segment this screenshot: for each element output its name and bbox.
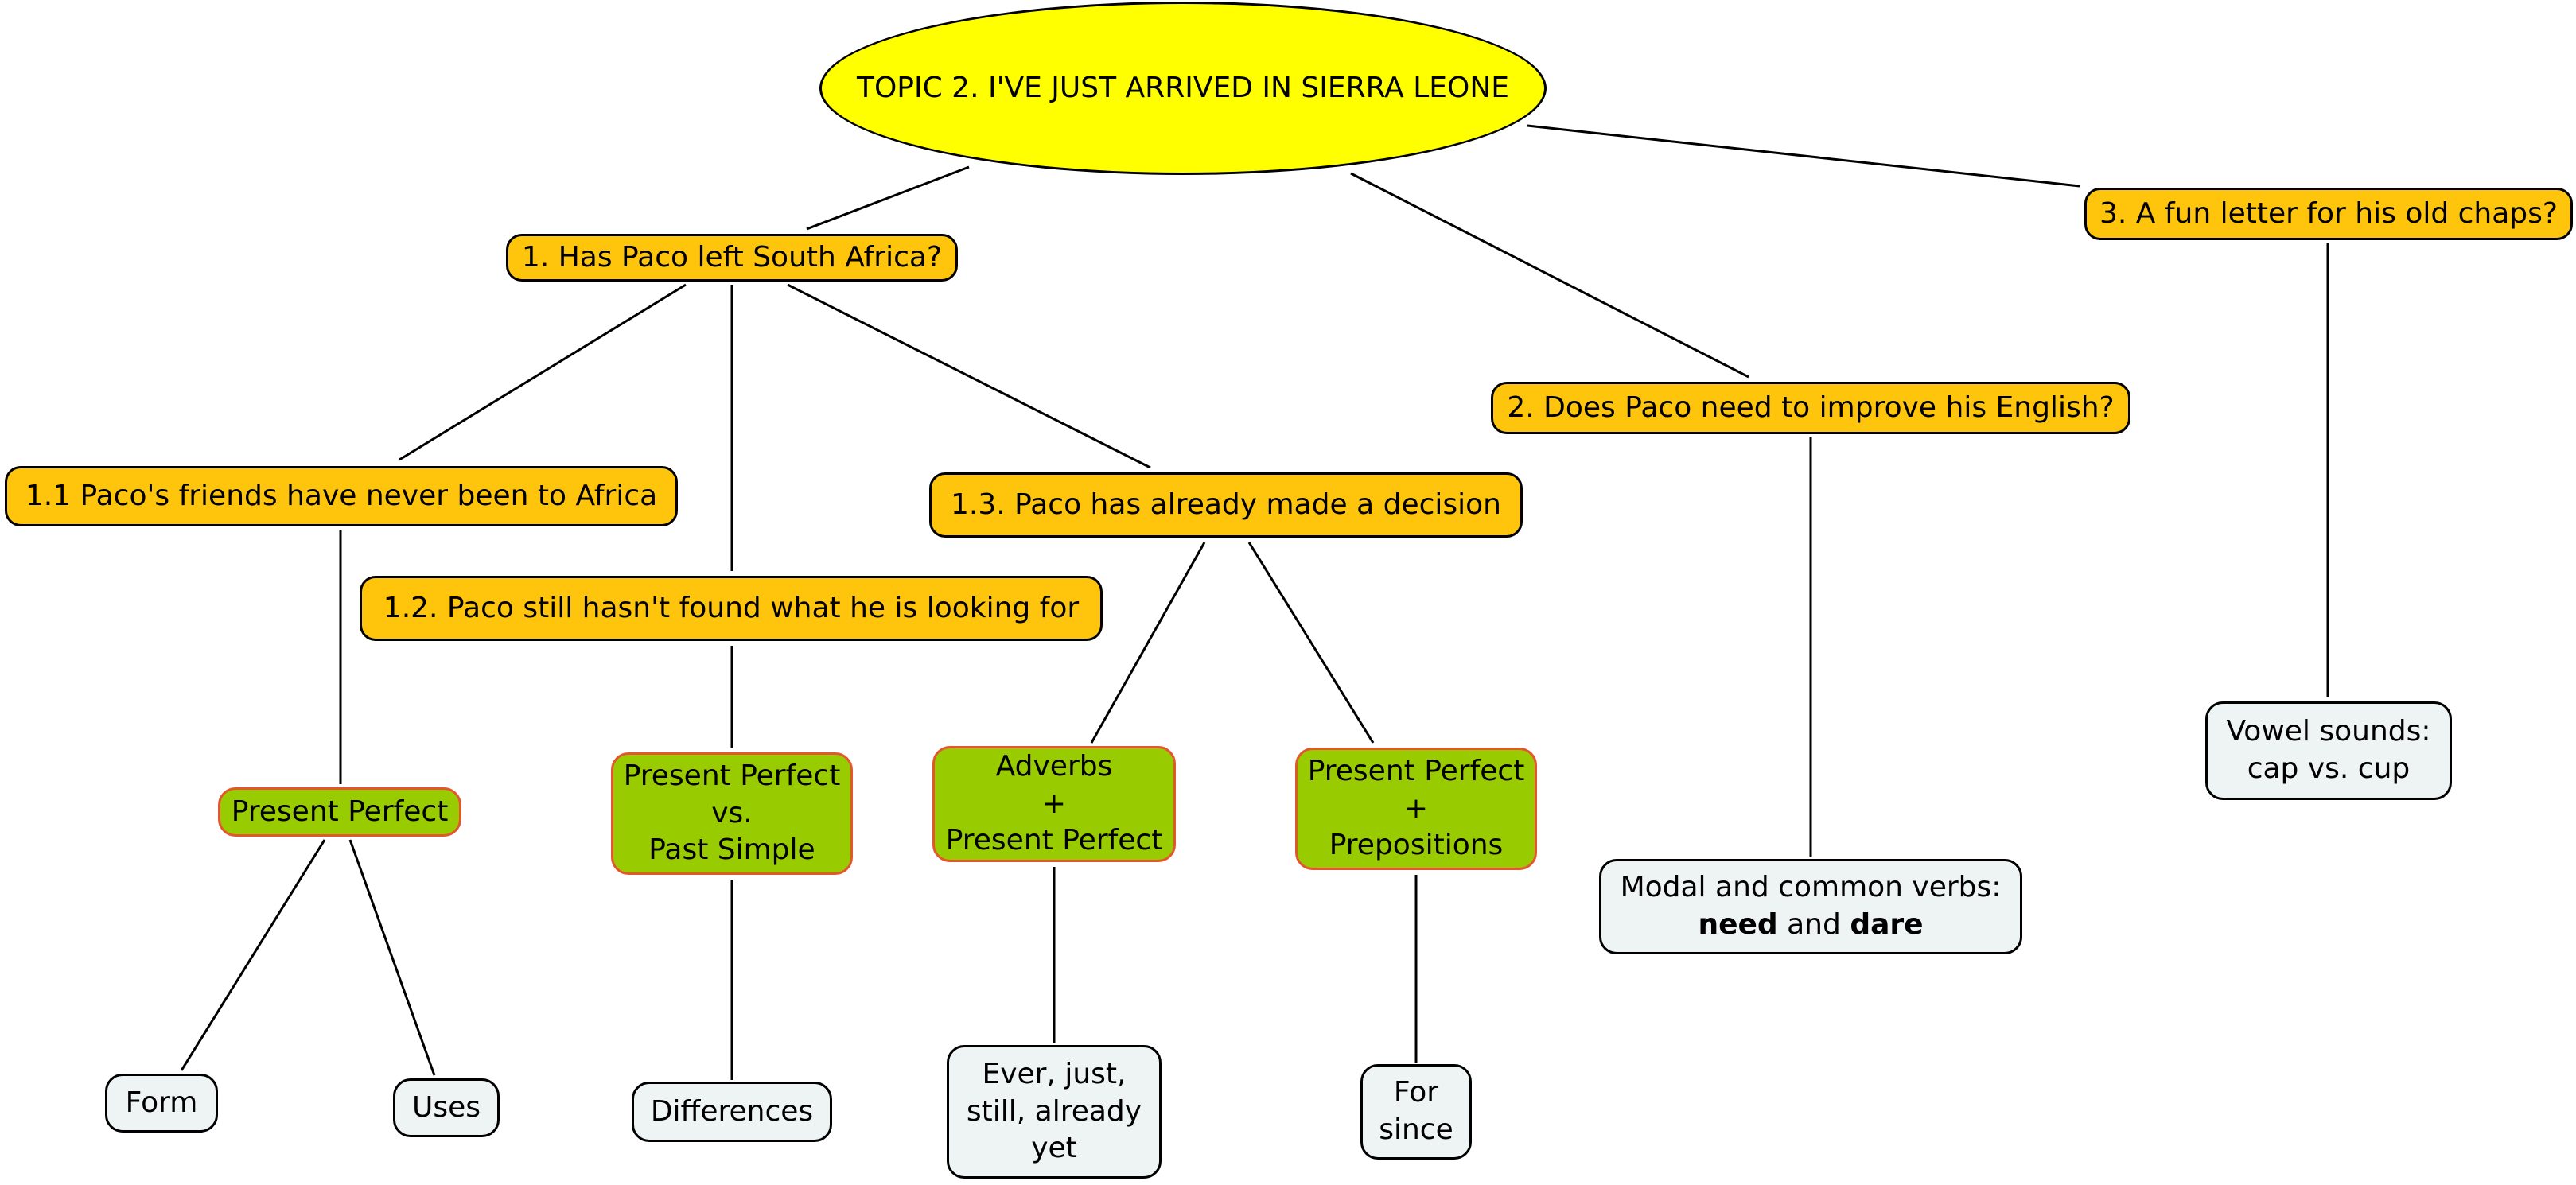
connector-s13-adverbs (1090, 542, 1206, 744)
connector-root-t2 (1350, 172, 1749, 379)
grammar-pp-vs-ps-line-1: Present Perfect (623, 759, 841, 792)
leaf-modal-verbs: Modal and common verbs: need and dare (1599, 859, 2022, 954)
grammar-adverbs-pp-text: Adverbs + Present Perfect (946, 748, 1163, 860)
connector-root-t1 (806, 165, 970, 231)
grammar-adverbs-pp-line-1: Adverbs (995, 749, 1113, 783)
connector-pp-uses (348, 839, 436, 1076)
topic-3: 3. A fun letter for his old chaps? (2084, 188, 2573, 240)
leaf-adverbs-list: Ever, just, still, already yet (947, 1045, 1162, 1179)
leaf-modal-verbs-line-2: need and dare (1621, 907, 2002, 944)
leaf-modal-and: and (1787, 908, 1841, 941)
leaf-differences: Differences (632, 1082, 832, 1142)
grammar-pp-prepositions-line-2: + (1403, 791, 1429, 825)
leaf-uses: Uses (393, 1078, 500, 1137)
leaf-modal-dare: dare (1850, 908, 1924, 941)
connector-pp-form (180, 839, 326, 1071)
grammar-present-perfect: Present Perfect (218, 787, 461, 837)
leaf-for-since-line-2: since (1379, 1113, 1453, 1146)
grammar-pp-prepositions-line-1: Present Perfect (1307, 754, 1525, 787)
leaf-for-since: For since (1360, 1064, 1472, 1160)
leaf-modal-verbs-line-1: Modal and common verbs: (1620, 871, 2002, 904)
connector-t1-s11 (399, 283, 687, 461)
root-topic-label: TOPIC 2. I'VE JUST ARRIVED IN SIERRA LEO… (856, 71, 1510, 104)
leaf-uses-label: Uses (411, 1090, 481, 1124)
grammar-adverbs-pp-line-2: + (1041, 787, 1067, 820)
leaf-adverbs-list-line-2: still, already (966, 1094, 1142, 1128)
root-topic: TOPIC 2. I'VE JUST ARRIVED IN SIERRA LEO… (819, 2, 1547, 175)
subtopic-1-1: 1.1 Paco's friends have never been to Af… (5, 466, 678, 526)
leaf-form: Form (105, 1074, 218, 1133)
leaf-adverbs-list-line-3: yet (1031, 1132, 1077, 1165)
subtopic-1-2-label: 1.2. Paco still hasn't found what he is … (383, 591, 1080, 624)
topic-3-label: 3. A fun letter for his old chaps? (2099, 196, 2558, 230)
leaf-for-since-text: For since (1379, 1074, 1453, 1149)
subtopic-1-1-label: 1.1 Paco's friends have never been to Af… (25, 479, 658, 512)
leaf-vowel-sounds-text: Vowel sounds: cap vs. cup (2226, 713, 2430, 788)
grammar-adverbs-pp-line-3: Present Perfect (945, 824, 1163, 857)
leaf-for-since-line-1: For (1393, 1076, 1439, 1109)
leaf-vowel-sounds: Vowel sounds: cap vs. cup (2205, 701, 2452, 800)
leaf-adverbs-list-line-1: Ever, just, (982, 1057, 1127, 1090)
grammar-adverbs-pp: Adverbs + Present Perfect (932, 746, 1176, 862)
subtopic-1-2: 1.2. Paco still hasn't found what he is … (360, 576, 1103, 641)
connector-s13-prep (1247, 542, 1375, 744)
grammar-pp-prepositions: Present Perfect + Prepositions (1295, 748, 1537, 870)
leaf-vowel-sounds-line-1: Vowel sounds: (2226, 715, 2431, 748)
subtopic-1-3-label: 1.3. Paco has already made a decision (951, 488, 1501, 521)
leaf-differences-label: Differences (650, 1094, 814, 1128)
grammar-present-perfect-label: Present Perfect (231, 795, 449, 828)
topic-2: 2. Does Paco need to improve his English… (1491, 382, 2130, 434)
leaf-vowel-sounds-line-2: cap vs. cup (2247, 752, 2411, 785)
leaf-adverbs-list-text: Ever, just, still, already yet (967, 1056, 1142, 1168)
subtopic-1-3: 1.3. Paco has already made a decision (929, 472, 1523, 538)
grammar-pp-prepositions-line-3: Prepositions (1329, 829, 1504, 862)
leaf-modal-verbs-text: Modal and common verbs: need and dare (1621, 869, 2002, 944)
topic-2-label: 2. Does Paco need to improve his English… (1507, 390, 2115, 424)
grammar-pp-vs-ps: Present Perfect vs. Past Simple (611, 752, 853, 875)
grammar-pp-prepositions-text: Present Perfect + Prepositions (1308, 753, 1525, 864)
grammar-pp-vs-ps-line-3: Past Simple (648, 833, 815, 867)
connector-t1-s13 (787, 283, 1151, 469)
grammar-pp-vs-ps-text: Present Perfect vs. Past Simple (624, 758, 841, 869)
topic-1: 1. Has Paco left South Africa? (506, 234, 958, 282)
topic-1-label: 1. Has Paco left South Africa? (521, 240, 943, 274)
connector-root-t3 (1527, 124, 2080, 188)
leaf-form-label: Form (125, 1086, 198, 1119)
grammar-pp-vs-ps-line-2: vs. (711, 796, 753, 830)
leaf-modal-need: need (1698, 908, 1778, 941)
